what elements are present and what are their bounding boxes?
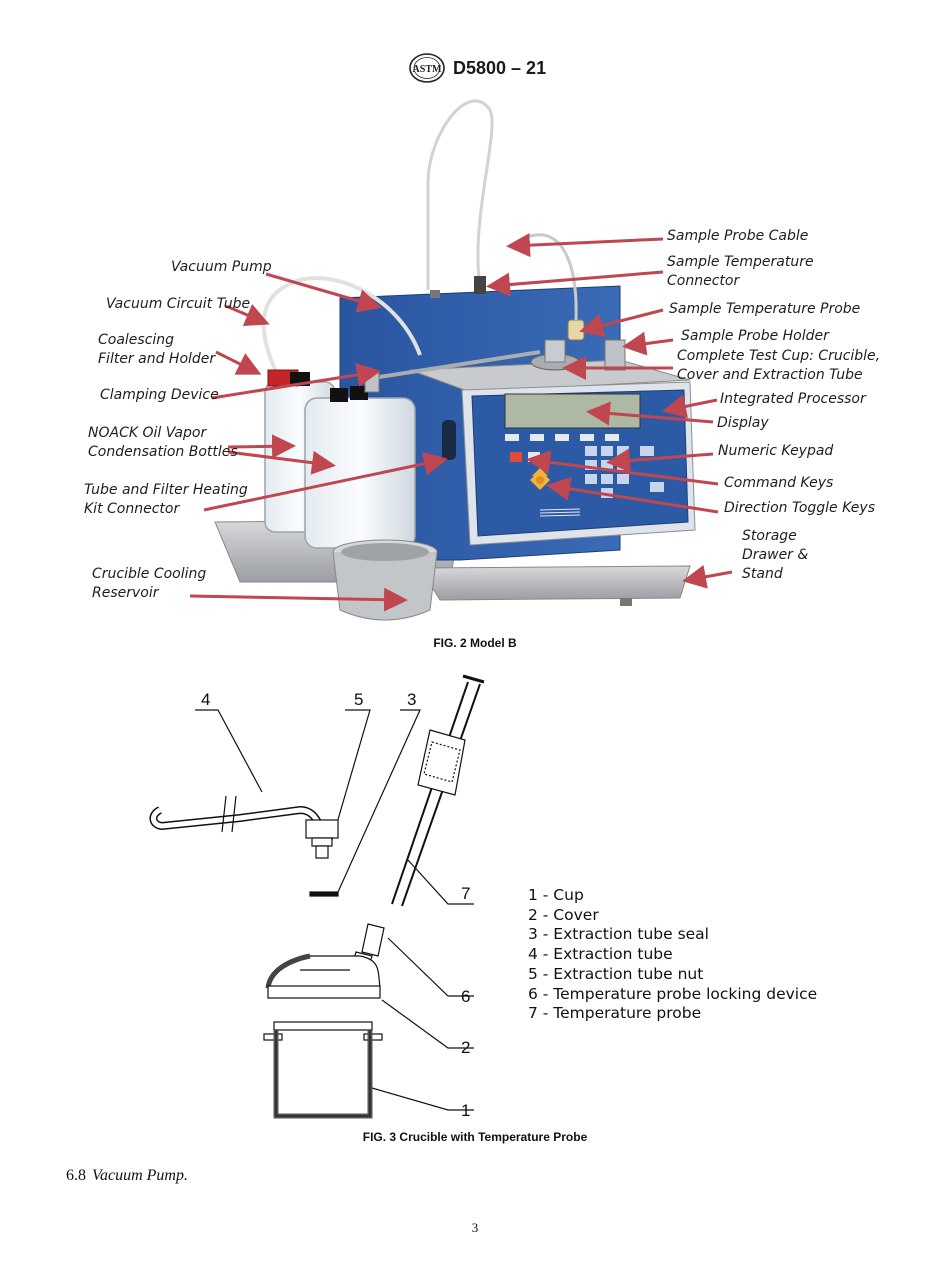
label-crucible-cooling: Crucible Cooling [92, 566, 207, 582]
crucible-drawing [149, 674, 485, 1119]
label-integrated-processor: Integrated Processor [720, 391, 866, 407]
legend-item: 7 - Temperature probe [528, 1004, 702, 1023]
label-direction-toggle-keys: Direction Toggle Keys [724, 500, 875, 516]
figure-3-caption: FIG. 3 Crucible with Temperature Probe [362, 1130, 588, 1144]
label-storage-2: Drawer & [742, 547, 809, 563]
section-heading: 6.8 Vacuum Pump. [66, 1167, 188, 1185]
vacuum-circuit-tube [261, 276, 422, 381]
figure-3-crucible: 4 5 3 7 6 2 1 1 - Cup 2 - Cover 3 - Extr… [0, 670, 950, 1130]
label-vacuum-circuit-tube: Vacuum Circuit Tube [106, 296, 251, 312]
label-tube-filter-heating-2: Kit Connector [84, 501, 180, 517]
label-noack-2: Condensation Bottles [88, 444, 238, 460]
label-display: Display [717, 415, 769, 431]
lcd-display [504, 393, 641, 429]
label-sample-probe-holder: Sample Probe Holder [681, 328, 829, 344]
label-sample-probe-cable: Sample Probe Cable [667, 228, 809, 244]
leader-7 [407, 859, 474, 905]
legend-item: 6 - Temperature probe locking device [528, 984, 818, 1003]
legend-item: 4 - Extraction tube [528, 945, 673, 964]
callout-number-6: 6 [461, 987, 471, 1006]
legend-item: 3 - Extraction tube seal [528, 925, 709, 944]
section-title: Vacuum Pump. [92, 1167, 188, 1184]
leader-4 [195, 709, 263, 793]
legend-item: 5 - Extraction tube nut [528, 964, 704, 983]
sample-probe-cable [426, 99, 494, 290]
logo-text: ASTM [413, 64, 442, 75]
label-crucible-cooling-2: Reservoir [92, 585, 159, 601]
label-numeric-keypad: Numeric Keypad [718, 443, 834, 459]
storage-drawer [419, 565, 691, 601]
page-number: 3 [471, 1220, 479, 1235]
leader-2 [381, 999, 474, 1049]
label-clamping-device: Clamping Device [100, 387, 219, 403]
callout-number-4: 4 [201, 690, 211, 709]
section-number: 6.8 [66, 1167, 86, 1184]
label-storage-3: Stand [742, 566, 783, 582]
leader-1 [371, 1087, 474, 1111]
callout-number-1: 1 [461, 1101, 471, 1120]
label-sample-temperature-connector-2: Connector [667, 273, 740, 289]
label-complete-test-cup: Complete Test Cup: Crucible, [677, 348, 881, 364]
callout-number-3: 3 [407, 690, 417, 709]
apparatus-photo [189, 99, 733, 621]
document-id: D5800 – 21 [453, 58, 547, 78]
callout-number-7: 7 [461, 884, 471, 903]
leader-6 [387, 937, 474, 997]
label-vacuum-pump: Vacuum Pump [171, 259, 272, 275]
astm-logo-icon: ASTM [409, 53, 445, 83]
label-sample-temperature-probe: Sample Temperature Probe [669, 301, 861, 317]
label-tube-filter-heating: Tube and Filter Heating [84, 482, 248, 498]
figure-2-model-b: Sample Probe Cable Sample Temperature Co… [0, 90, 950, 650]
label-noack: NOACK Oil Vapor [88, 425, 207, 441]
callout-number-2: 2 [461, 1038, 471, 1057]
leader-3 [337, 709, 421, 893]
label-coalescing-2: Filter and Holder [98, 351, 216, 367]
label-command-keys: Command Keys [724, 475, 834, 491]
leader-5 [331, 709, 371, 841]
label-coalescing: Coalescing [98, 332, 175, 348]
label-storage: Storage [742, 528, 797, 544]
legend-item: 2 - Cover [528, 905, 599, 924]
label-sample-temperature-connector: Sample Temperature [667, 254, 814, 270]
figure-2-caption: FIG. 2 Model B [433, 636, 517, 650]
callout-number-5: 5 [354, 690, 364, 709]
legend-item: 1 - Cup [528, 886, 584, 904]
condensation-bottle-2 [304, 397, 416, 549]
figure-3-legend: 1 - Cup 2 - Cover 3 - Extraction tube se… [528, 886, 817, 1024]
page-header: ASTM D5800 – 21 [0, 52, 950, 86]
label-complete-test-cup-2: Cover and Extraction Tube [677, 367, 863, 383]
